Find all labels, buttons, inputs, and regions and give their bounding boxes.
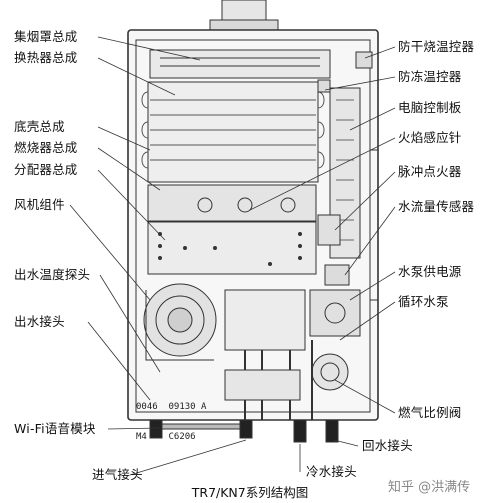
label-pump-power: 水泵供电源 [398, 264, 462, 279]
burner [147, 184, 317, 222]
label-gas-valve: 燃气比例阀 [398, 405, 462, 420]
label-outlet-fitting: 出水接头 [14, 314, 65, 329]
water-block [224, 289, 306, 351]
label-flow-sensor: 水流量传感器 [398, 199, 475, 214]
label-fan: 风机组件 [14, 197, 65, 212]
label-outlet-temp-probe: 出水温度探头 [14, 267, 91, 282]
inner-frame [135, 39, 371, 413]
watermark: 知乎 @洪满传 [388, 480, 471, 495]
label-control-board: 电脑控制板 [398, 100, 462, 115]
dry-burn-thermostat [355, 51, 373, 69]
diagram-caption: TR7/KN7系列结构图 [191, 485, 309, 500]
return-water-fitting [325, 419, 339, 443]
antifreeze-thermostat [317, 79, 331, 93]
label-igniter: 脉冲点火器 [398, 164, 462, 179]
label-flame-sensor: 火焰感应针 [398, 130, 462, 145]
label-heat-exchanger: 换热器总成 [14, 50, 78, 65]
label-circulation-pump: 循环水泵 [398, 294, 449, 309]
igniter [317, 214, 341, 246]
label-return-fitting: 回水接头 [362, 438, 413, 453]
distributor [147, 221, 317, 275]
label-flue-hood: 集烟罩总成 [14, 29, 78, 44]
outlet-fitting [149, 419, 163, 439]
cold-water-fitting [293, 419, 307, 443]
heat-exchanger [147, 81, 319, 183]
label-dry-burn-thermostat: 防干烧温控器 [398, 39, 475, 54]
label-burner: 燃烧器总成 [14, 140, 78, 155]
flow-sensor [324, 264, 350, 286]
flue-outlet [221, 0, 267, 21]
label-wifi-module: Wi-Fi语音模块 [14, 421, 96, 436]
label-distributor: 分配器总成 [14, 162, 78, 177]
label-cold-water-inlet: 冷水接头 [306, 464, 357, 479]
pump [309, 289, 361, 337]
leader-lines [69, 36, 396, 476]
label-base-shell: 底壳总成 [14, 119, 65, 134]
label-gas-inlet: 进气接头 [92, 467, 143, 482]
gas-inlet-fitting [239, 419, 253, 439]
nameplate: 0046 09130 A M4 C6206 [136, 382, 206, 452]
nameplate-line-1: 0046 09130 A [136, 402, 207, 412]
nameplate-line-2: M4 C6206 [136, 432, 196, 442]
flue-hood [149, 49, 331, 79]
label-antifreeze-thermostat: 防冻温控器 [398, 69, 462, 84]
